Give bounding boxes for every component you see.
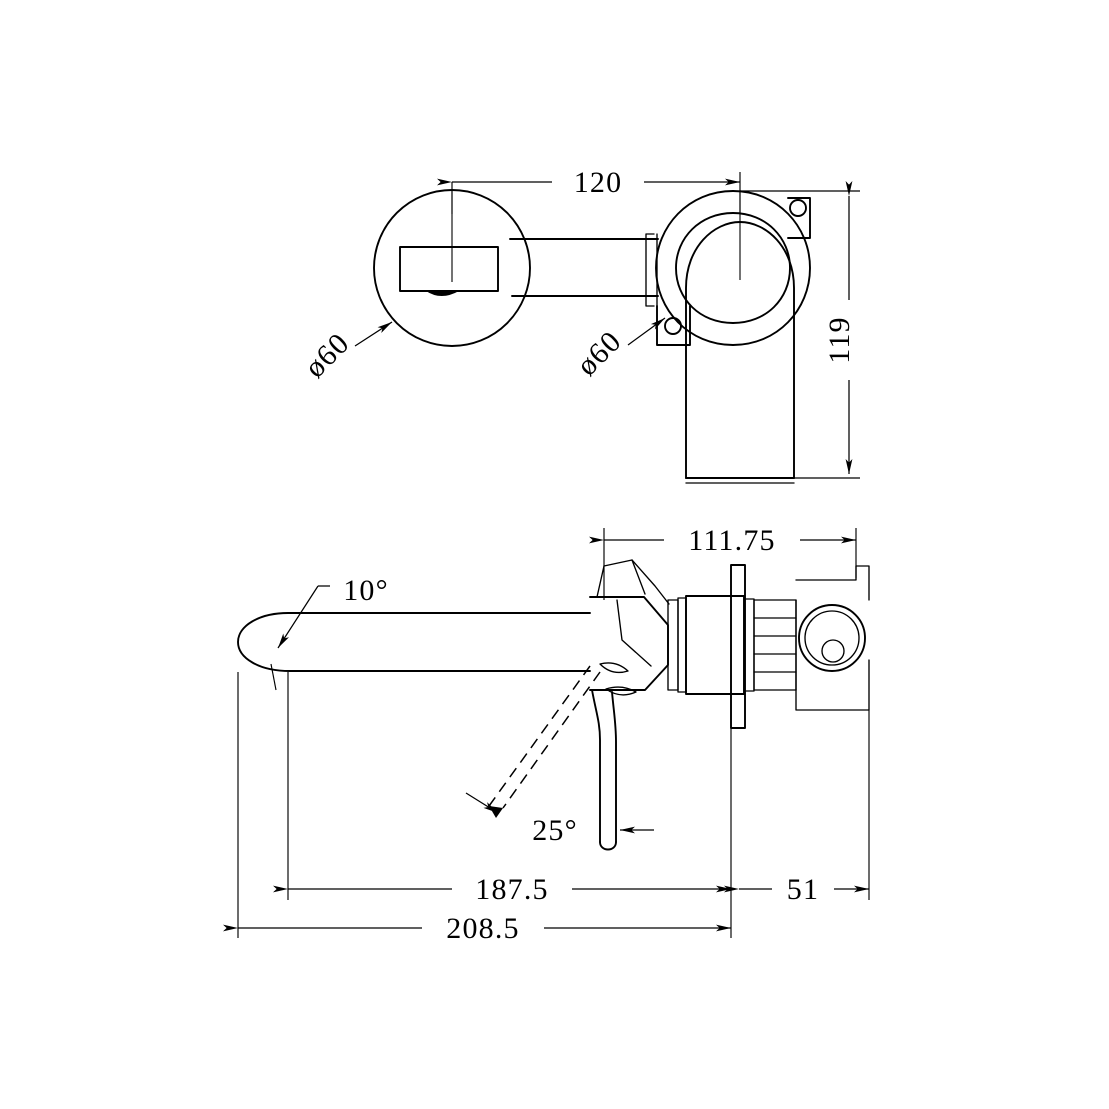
shoulder-facet-mid [631, 559, 646, 595]
screw-hole-lower-left [664, 317, 682, 335]
dim-1875-text-bg [452, 871, 572, 905]
leader-line-dia60-right [627, 317, 666, 346]
shoulder-detail-ellipse-1 [599, 662, 629, 674]
plan-view-group: 120 119 ø60 ø60 [298, 164, 866, 484]
dim-label-dia60-left: ø60 [298, 326, 356, 384]
angle-25-leader [465, 792, 499, 814]
dim-label-1875: 187.5 [475, 873, 549, 906]
shoulder-detail-ellipse-2 [605, 686, 637, 696]
cartridge-barrel [685, 595, 745, 695]
dim-label-120: 120 [574, 166, 623, 199]
spout-outlet-angle-tick [270, 663, 277, 691]
lever-plate-rect [399, 246, 499, 292]
dim-51-text-bg [772, 871, 834, 905]
dim-120-text-bg [552, 164, 644, 198]
housing-bracket-top [795, 565, 870, 601]
control-knob-inner-circle [804, 610, 860, 666]
dim-119-text-bg [832, 300, 866, 380]
shoulder-facet-left [596, 565, 605, 598]
lever-handle-tip [599, 841, 617, 851]
leader-line-dia60-left [354, 321, 393, 347]
shoulder-facet-lower [616, 599, 652, 667]
dim-2085-text-bg [422, 910, 544, 944]
dim-label-10deg: 10° [343, 574, 389, 607]
mount-ear-top-right [787, 197, 811, 239]
mixer-shoulder-outline [589, 596, 669, 691]
housing-bracket-bottom [795, 659, 870, 711]
control-knob-outer-circle [798, 604, 866, 672]
screw-hole-top-right [789, 199, 807, 217]
control-knob-hub [821, 639, 845, 663]
spout-outlet-nose [237, 612, 291, 672]
cartridge-collar-1 [667, 599, 679, 691]
dim-label-51: 51 [787, 873, 819, 906]
dim-label-25deg: 25° [532, 814, 578, 847]
right-escutcheon-outer-left [655, 190, 734, 346]
lever-swing-dashed-1 [488, 665, 591, 807]
dim-label-2085: 208.5 [446, 912, 520, 945]
shoulder-facet-upper [603, 559, 670, 605]
right-escutcheon-inner-right [732, 212, 791, 324]
lever-handle-back-edge [611, 691, 617, 843]
dim-label-119: 119 [823, 316, 856, 364]
dim-11175-text-bg [664, 522, 800, 556]
cartridge-collar-2 [677, 597, 687, 693]
dim-label-11175: 111.75 [688, 524, 775, 557]
dim-label-dia60-right: ø60 [570, 324, 628, 382]
elevation-view-group: 25° 10° 111.75 187.5 51 [223, 522, 870, 945]
spout-joint-bracket [645, 233, 655, 307]
right-escutcheon-outer-right [732, 190, 811, 346]
connector-block [753, 599, 797, 691]
lever-tab-shape [426, 291, 459, 296]
lever-handle-front-edge [591, 689, 601, 843]
lever-swing-dashed-2 [502, 671, 601, 809]
wall-plate-rib [730, 564, 746, 729]
right-escutcheon-inner-left [675, 212, 734, 324]
angle-10-leader [277, 585, 319, 649]
